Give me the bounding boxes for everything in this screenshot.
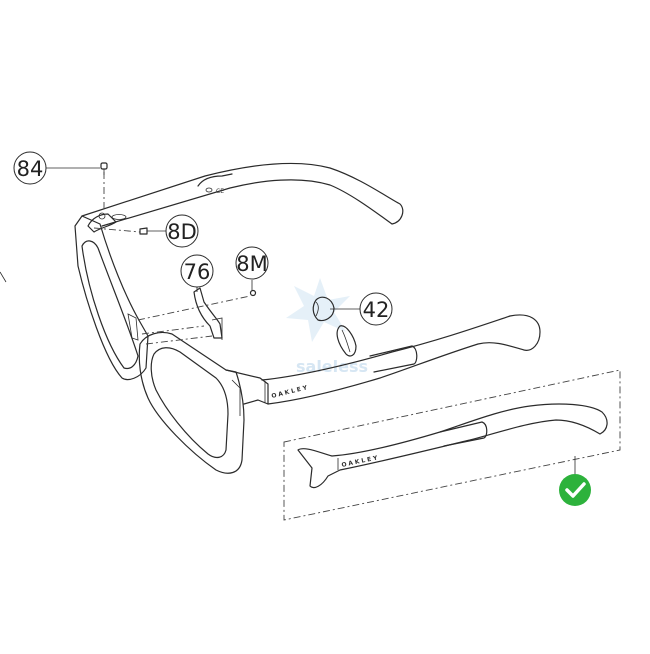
pin-8D — [139, 227, 148, 235]
screw-8M — [249, 289, 257, 297]
far-hinge — [87, 212, 117, 233]
callout-42[interactable]: 42 — [330, 292, 393, 326]
replacement-temple-arm: OAKLEY — [297, 403, 608, 489]
callout-76[interactable]: 76 — [180, 254, 214, 292]
checkmark-icon — [565, 482, 586, 498]
callout-8D[interactable]: 8D — [147, 214, 199, 248]
callout-label-84: 84 — [17, 157, 44, 181]
front-lens-frame — [138, 331, 269, 474]
far-lens-frame — [74, 215, 149, 381]
callout-label-76: 76 — [184, 260, 211, 284]
nose-pads-42 — [312, 296, 357, 357]
far-temple-arm: CE — [81, 162, 404, 227]
callout-label-8M: 8M — [236, 252, 267, 276]
callout-84[interactable]: 84 — [13, 151, 100, 185]
replacement-brand-mark: OAKLEY — [341, 454, 380, 469]
callout-8M[interactable]: 8M — [235, 246, 269, 291]
callout-label-42: 42 — [363, 298, 390, 322]
edge-mark — [0, 271, 7, 283]
screw-84 — [100, 162, 108, 175]
hinge-mark: CE — [216, 188, 224, 195]
assembly-lines — [93, 172, 251, 345]
selected-check-badge — [559, 474, 591, 506]
callout-label-8D: 8D — [167, 220, 197, 244]
replacement-part-box[interactable]: OAKLEY — [283, 369, 621, 521]
nose-bridge-insert — [193, 287, 223, 340]
